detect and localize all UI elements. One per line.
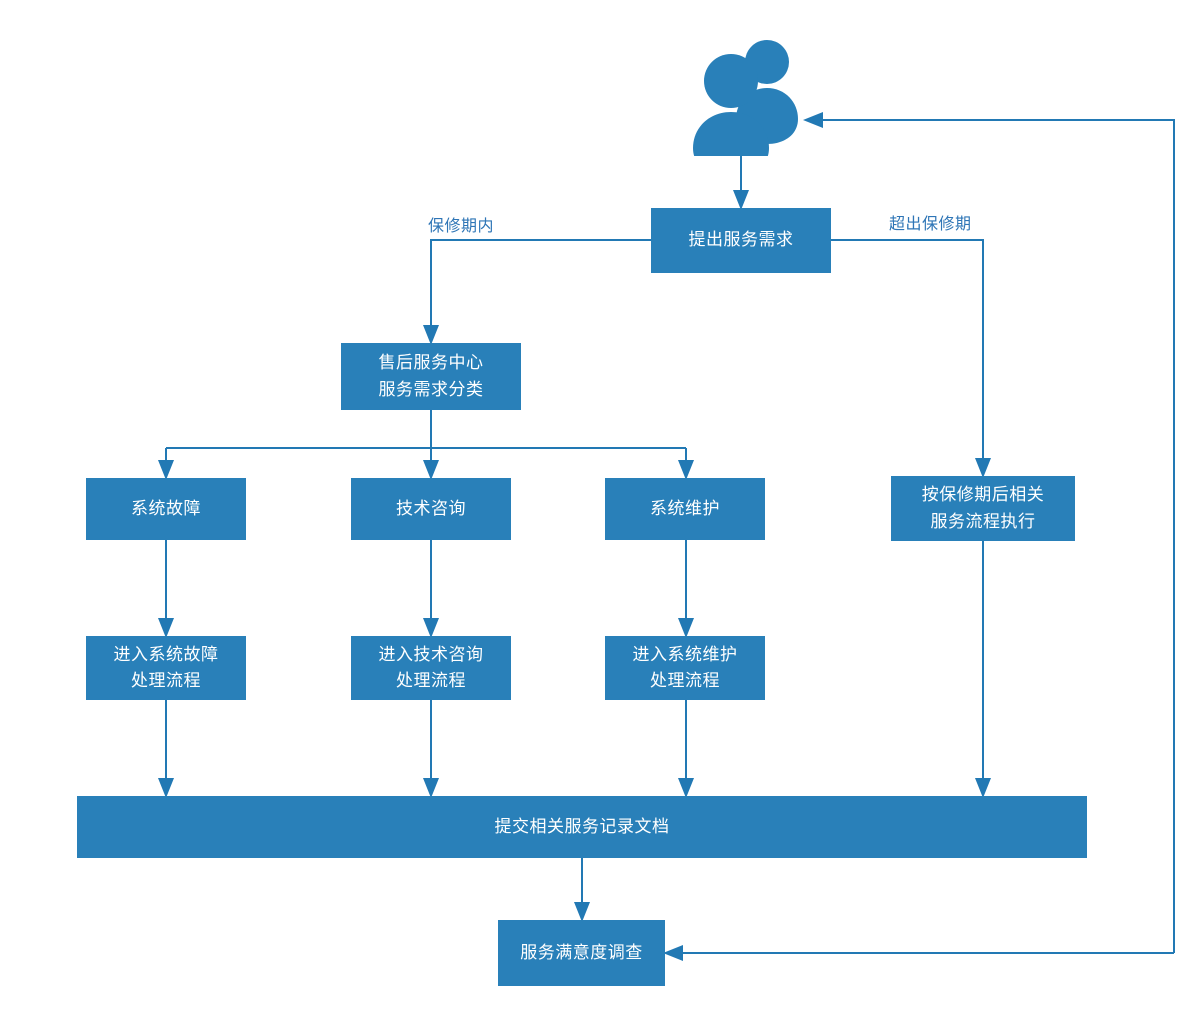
node-technical-consult[interactable]: 技术咨询 <box>351 478 511 540</box>
edge-label-in-warranty: 保修期内 <box>428 218 495 235</box>
node-satisfaction-survey[interactable]: 服务满意度调查 <box>498 920 665 986</box>
node-system-fault-flow[interactable]: 进入系统故障 处理流程 <box>86 636 246 700</box>
node-request[interactable]: 提出服务需求 <box>651 208 831 273</box>
node-out-of-warranty-process[interactable]: 按保修期后相关 服务流程执行 <box>891 476 1075 541</box>
node-submit-service-records[interactable]: 提交相关服务记录文档 <box>77 796 1087 858</box>
people-icon-body-front <box>693 112 769 156</box>
edge-request-to-out-of-warranty <box>831 239 991 478</box>
node-technical-consult-flow[interactable]: 进入技术咨询 处理流程 <box>351 636 511 700</box>
people-icon <box>693 40 798 156</box>
node-system-fault[interactable]: 系统故障 <box>86 478 246 540</box>
node-system-maintenance[interactable]: 系统维护 <box>605 478 765 540</box>
edge-label-out-of-warranty: 超出保修期 <box>889 216 972 233</box>
node-classify[interactable]: 售后服务中心 服务需求分类 <box>341 343 521 410</box>
edge-feedback-riser <box>803 112 1175 953</box>
node-system-maintenance-flow[interactable]: 进入系统维护 处理流程 <box>605 636 765 700</box>
people-icon-head-front <box>704 54 758 108</box>
edge-request-to-classify <box>423 239 651 345</box>
